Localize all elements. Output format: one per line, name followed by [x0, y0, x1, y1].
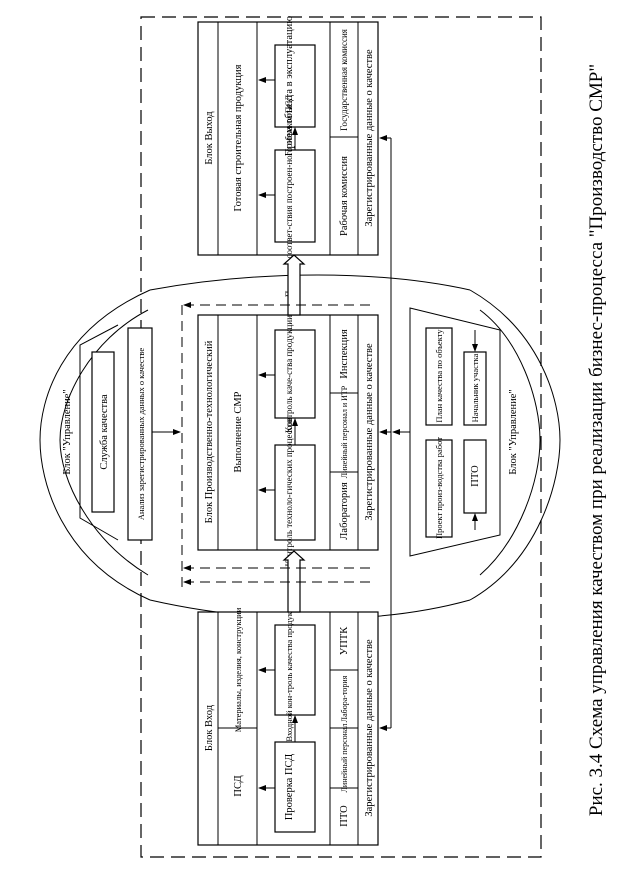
flow-arrow-production-to-exit — [282, 254, 306, 316]
block-input-actor-line: Линейный персонал — [340, 723, 349, 792]
block-management-bottom: План качества по объекту Проект произ-во… — [409, 307, 519, 557]
block-input-psd: ПСД — [233, 775, 244, 796]
block-exit-actor-state: Государственная комиссия — [339, 29, 349, 131]
block-exit-output: Зарегистрированные данные о качестве — [364, 49, 375, 227]
block-input-actor-uptk: УПТК — [339, 626, 350, 655]
block-input-materials: Материалы, изделия, конструкции — [233, 607, 243, 732]
block-production-actor-line: Линейный персонал и ИТР — [340, 385, 349, 478]
block-input-output: Зарегистрированные данные о качестве — [364, 639, 375, 817]
block-input: Блок Вход ПСД Материалы, изделия, констр… — [197, 598, 379, 846]
block-exit-process-check: Проверка соответ-ствия построен-ного объ… — [284, 95, 294, 297]
block-management-top: Блок "Управление" Служба качества Анализ… — [62, 324, 153, 541]
block-production-actor-inspection: Инспекция — [339, 329, 350, 378]
block-input-actor-pto: ПТО — [339, 805, 350, 827]
quality-plan: План качества по объекту — [434, 329, 444, 423]
ellipse-left-outer — [39, 289, 151, 601]
block-production-actor-lab: Лаборатория — [339, 482, 350, 540]
quality-service: Служба качества — [99, 394, 110, 470]
figure-caption: Рис. 3.4 Схема управления качеством при … — [586, 64, 607, 816]
block-production-input: Выполнение СМР — [233, 391, 244, 472]
block-input-title: Блок Вход — [204, 704, 215, 751]
work-project: Проект произ-водства работ — [434, 437, 444, 539]
ellipse-right-inner — [479, 309, 541, 576]
ellipse-right-outer — [469, 289, 561, 601]
block-production-title: Блок Производственно-технологический — [204, 340, 215, 523]
block-management-bottom-title: Блок "Управление" — [508, 389, 519, 474]
block-exit: Блок Выход Готовая строительная продукци… — [197, 16, 379, 297]
block-management-top-title: Блок "Управление" — [62, 389, 73, 474]
data-analysis: Анализ зарегистрированных данных о качес… — [136, 348, 146, 521]
site-chief: Начальник участка — [470, 353, 480, 422]
block-exit-title: Блок Выход — [204, 111, 215, 165]
block-input-actor-lab: Лабора-тория — [340, 675, 349, 722]
pto: ПТО — [470, 465, 481, 487]
block-input-process-check: Проверка ПСД — [284, 754, 295, 820]
block-exit-actor-working: Рабочая комиссия — [339, 156, 350, 236]
block-exit-process-accept: Прием объекта в эксплуатацию — [284, 16, 295, 156]
ellipse-top — [149, 274, 471, 291]
ellipse-left-inner — [59, 309, 149, 576]
block-production-process-tech: Контроль техноло-гических процессов — [284, 418, 294, 567]
block-exit-input: Готовая строительная продукция — [233, 64, 244, 211]
block-production-output: Зарегистрированные данные о качестве — [364, 343, 375, 521]
block-input-process-incoming: Входной кон-троль качества продукции — [284, 598, 294, 742]
block-production-process-quality: Контроль каче-ства продукции — [284, 315, 294, 433]
block-production: Блок Производственно-технологический Вып… — [197, 314, 379, 567]
flow-arrow-input-to-production — [282, 550, 306, 613]
